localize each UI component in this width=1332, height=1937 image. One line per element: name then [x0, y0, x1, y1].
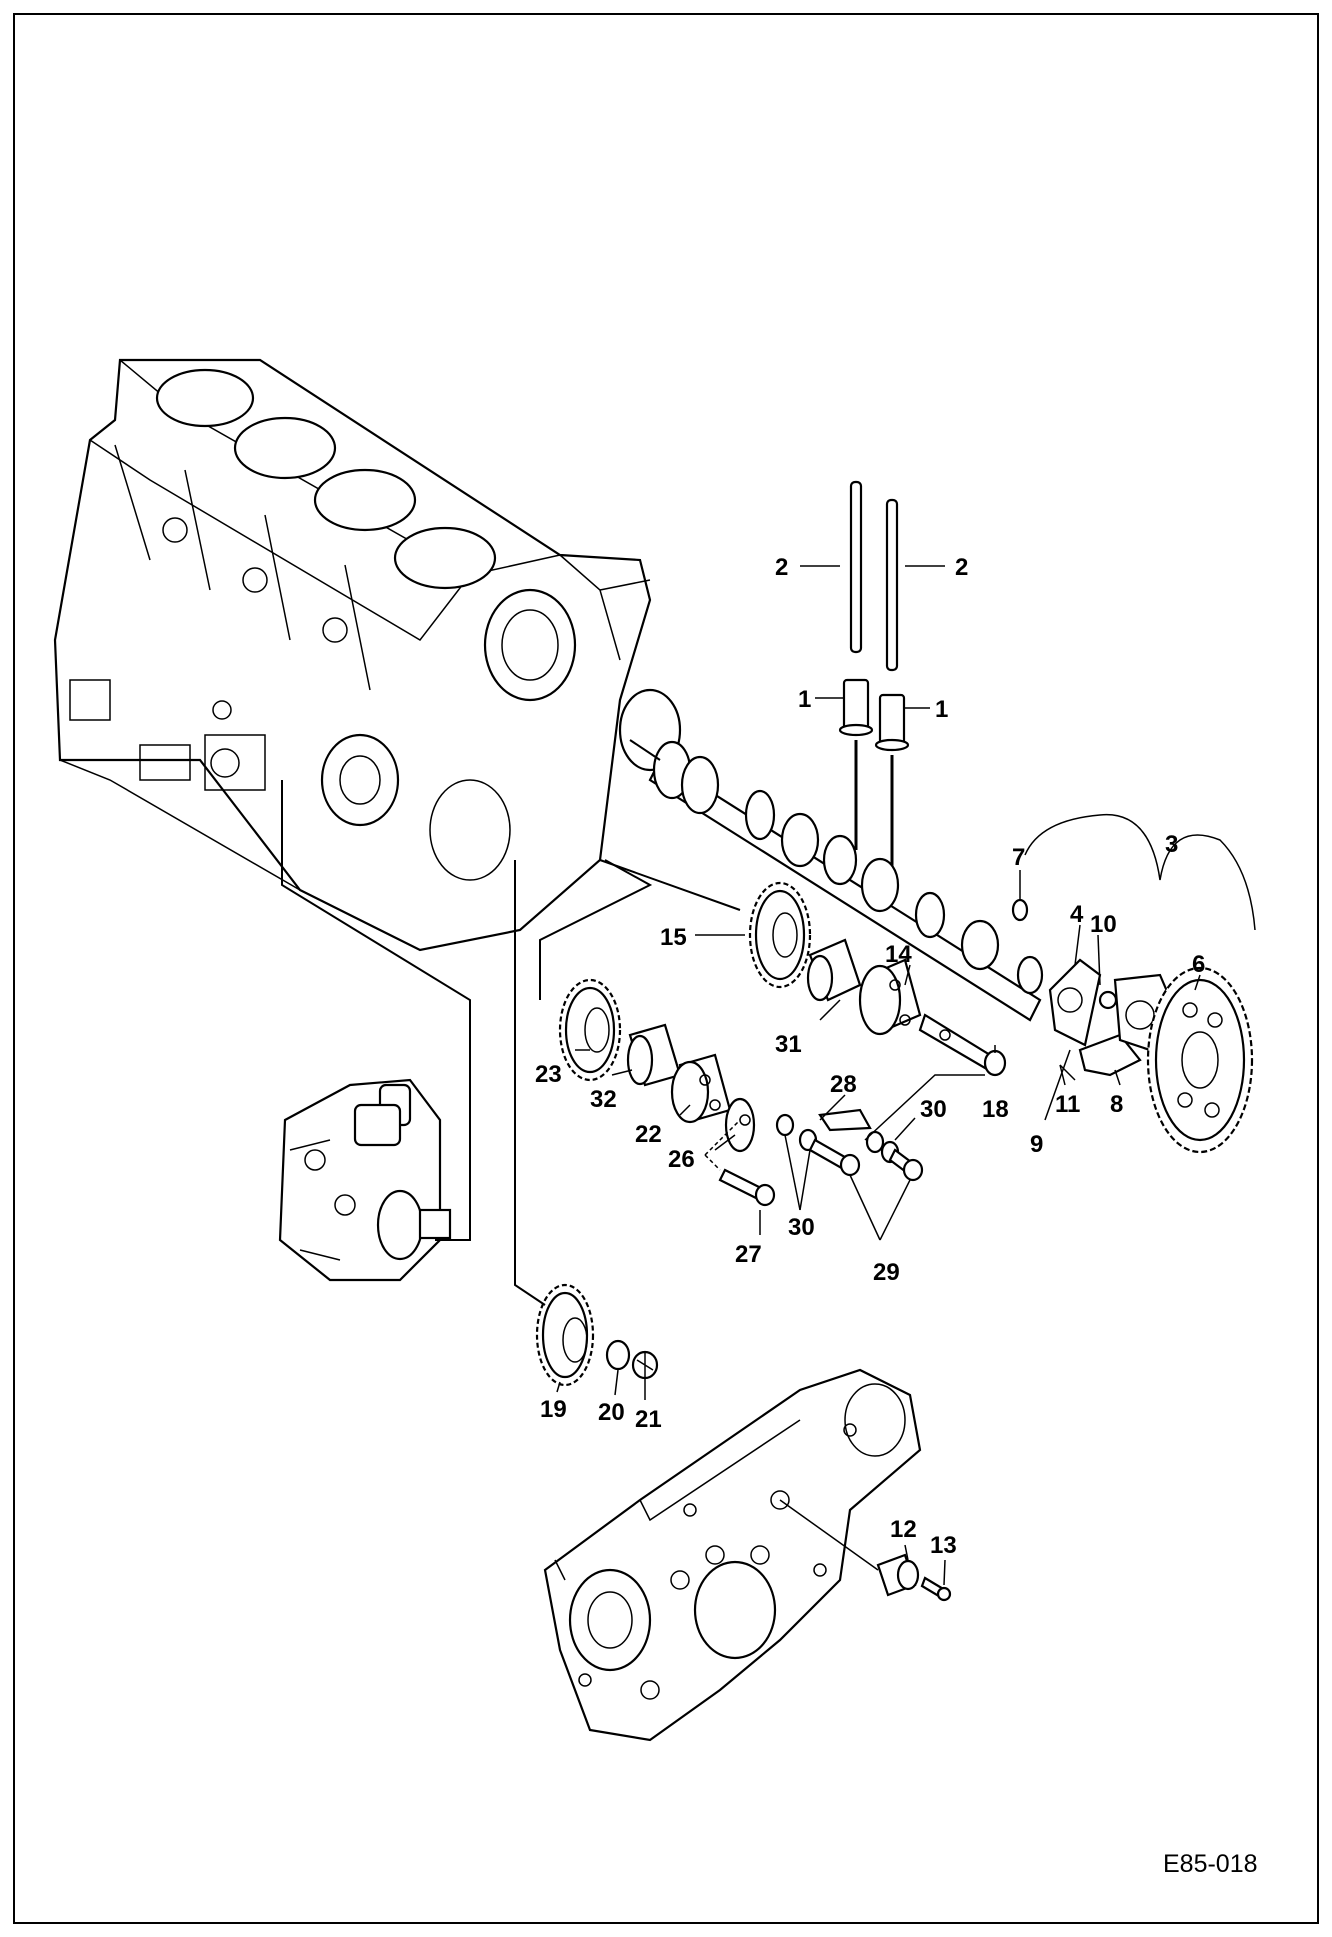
camshaft-illustration	[648, 740, 1044, 1022]
fuel-injection-pump	[278, 1078, 452, 1282]
callout-11: 11	[1055, 1091, 1080, 1118]
callout-4: 4	[1070, 901, 1084, 928]
callout-12: 12	[890, 1516, 917, 1543]
push-rods-and-tappets	[838, 480, 910, 870]
callout-30-right: 30	[920, 1096, 947, 1123]
figure-id: E85-018	[1163, 1850, 1258, 1878]
engine-block-illustration	[53, 358, 682, 952]
callout-20: 20	[598, 1399, 625, 1426]
sensor-and-bolt	[876, 1553, 952, 1602]
callout-10: 10	[1090, 911, 1117, 938]
callout-labels: 2 2 1 1 3 7 4 10 6 14 15 31 18 11 8 9 23…	[535, 554, 1205, 1559]
callout-28: 28	[830, 1071, 857, 1098]
camshaft-gear	[1146, 966, 1254, 1154]
callout-9: 9	[1030, 1131, 1043, 1158]
callout-8: 8	[1110, 1091, 1123, 1118]
callout-22: 22	[635, 1121, 662, 1148]
callout-30-left: 30	[788, 1214, 815, 1241]
fastener-set	[718, 1108, 924, 1207]
callout-14: 14	[885, 941, 912, 968]
assembly-bracket	[1024, 813, 1256, 931]
idler-gear-23-group	[558, 978, 756, 1153]
callout-7: 7	[1012, 844, 1025, 871]
callout-19: 19	[540, 1396, 567, 1423]
assembly-lines	[281, 565, 1201, 1586]
callout-31: 31	[775, 1031, 802, 1058]
callout-2-left: 2	[775, 554, 788, 581]
callout-15: 15	[660, 924, 687, 951]
idler-gear-15	[748, 881, 812, 989]
diagram-border	[13, 13, 1319, 1924]
callout-26: 26	[668, 1146, 695, 1173]
callout-13: 13	[930, 1532, 957, 1559]
callout-3: 3	[1165, 831, 1178, 858]
callout-29: 29	[873, 1259, 900, 1286]
callout-32: 32	[590, 1086, 617, 1113]
callout-21: 21	[635, 1406, 662, 1433]
callout-23: 23	[535, 1061, 562, 1088]
callout-6: 6	[1192, 951, 1205, 978]
callout-18: 18	[982, 1096, 1009, 1123]
callout-1-right: 1	[935, 696, 948, 723]
pump-gear-group	[535, 1283, 659, 1387]
callout-1-left: 1	[798, 686, 811, 713]
callout-27: 27	[735, 1241, 762, 1268]
callout-2-right: 2	[955, 554, 968, 581]
timing-gear-case	[543, 1368, 922, 1742]
